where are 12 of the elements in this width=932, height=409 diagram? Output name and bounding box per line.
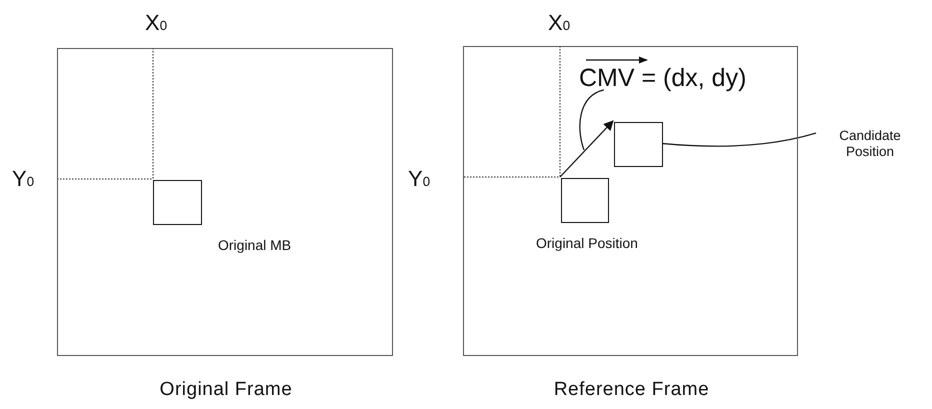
callout-label: Candidate Position <box>816 128 924 160</box>
leader-line <box>579 89 604 150</box>
motion-vector-formula: CMV = (dx, dy) <box>579 63 794 93</box>
macroblock-box <box>614 122 663 167</box>
leader-line <box>662 132 816 147</box>
frame-title: Original Frame <box>158 379 294 401</box>
frame-title: Reference Frame <box>552 379 710 401</box>
box-caption: Original Position <box>536 235 638 251</box>
macroblock-box <box>561 178 609 223</box>
motion-vector-arrow <box>560 120 614 178</box>
box-caption: Original MB <box>218 237 292 253</box>
macroblock-box <box>153 180 202 225</box>
